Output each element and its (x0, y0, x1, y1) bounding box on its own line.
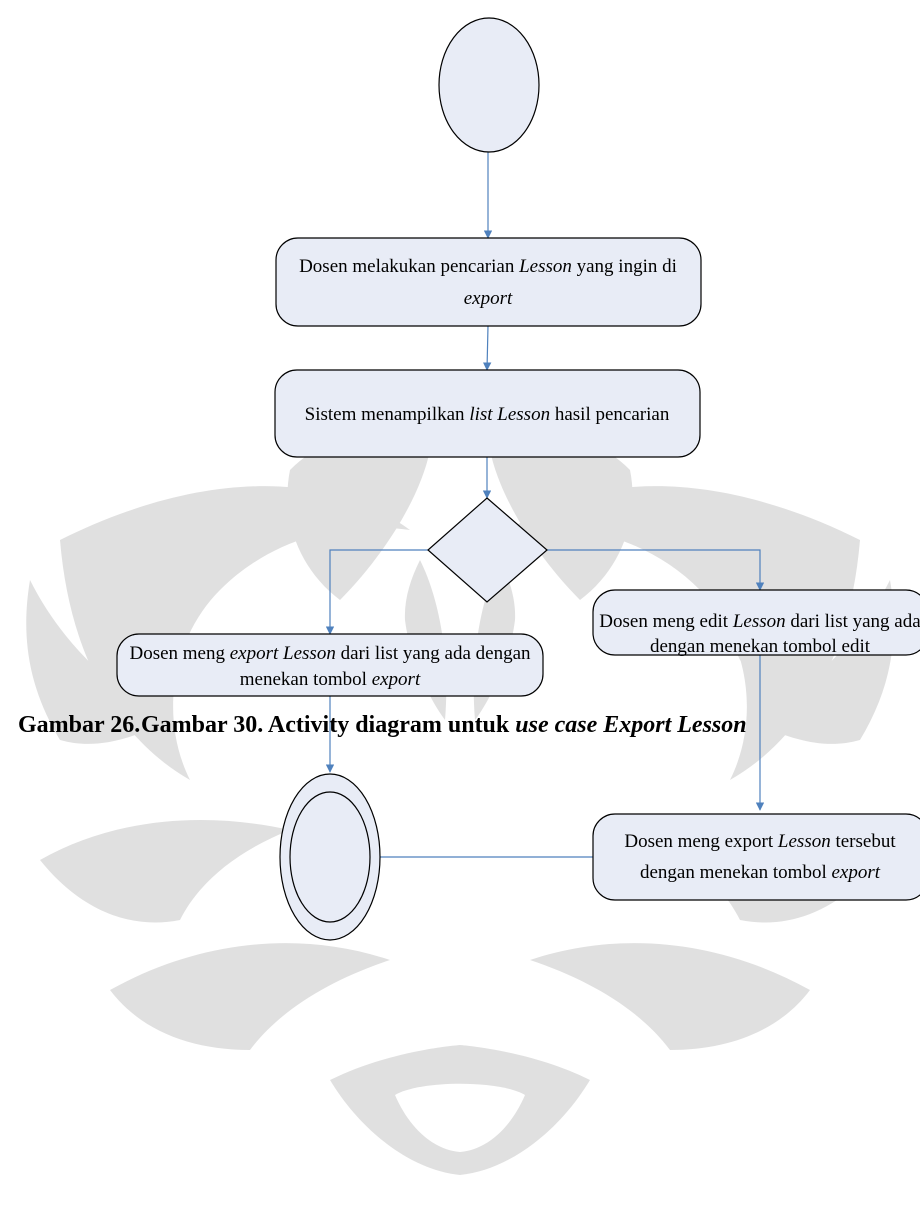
activity-edit-lesson-line1: Dosen meng edit Lesson dari list yang ad… (599, 611, 920, 632)
figure-caption-text: Gambar 30. Activity diagram untuk (141, 712, 516, 738)
activity-search-lesson (275, 237, 702, 327)
activity-export-lesson-line2: menekan tombol export (240, 669, 421, 690)
activity-export-edited-lesson-line1: Dosen meng export Lesson tersebut (624, 831, 896, 852)
activity-export-lesson-line1: Dosen meng export Lesson dari list yang … (129, 643, 531, 664)
figure-caption: Gambar 26.Gambar 30. Activity diagram un… (18, 712, 920, 739)
edge-decision-to-edit (547, 549, 765, 591)
figure-caption-italic: use case Export Lesson (515, 712, 747, 738)
activity-search-lesson-line2: export (464, 288, 513, 309)
start-node (438, 17, 540, 153)
end-node (279, 773, 381, 941)
edge-decision-to-export (325, 549, 428, 635)
activity-show-lesson-list-text: Sistem menampilkan list Lesson hasil pen… (305, 404, 670, 425)
activity-export-edited-lesson (592, 813, 920, 901)
edge-search-to-list (482, 325, 492, 371)
activity-export-edited-lesson-line2: dengan menekan tombol export (640, 862, 881, 883)
activity-search-lesson-line1: Dosen melakukan pencarian Lesson yang in… (299, 256, 677, 277)
decision-node (427, 497, 548, 603)
activity-export-lesson (116, 633, 544, 697)
activity-edit-lesson-line2: dengan menekan tombol edit (650, 636, 871, 657)
activity-show-lesson-list (274, 369, 701, 458)
figure-caption-number: Gambar 26. (18, 712, 141, 738)
activity-edit-lesson (592, 589, 920, 656)
